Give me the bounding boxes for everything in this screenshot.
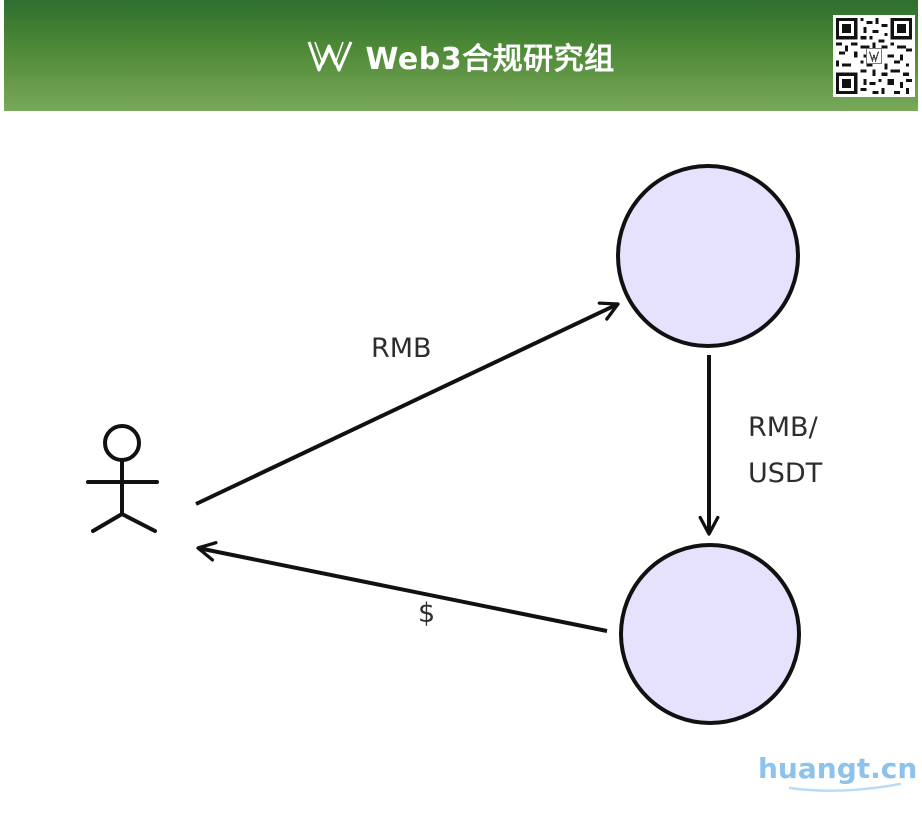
header-title-group: Web3合规研究组	[4, 0, 918, 111]
w-logo-icon	[307, 40, 353, 71]
edge-label-rmb-usdt-line1: RMB/	[748, 412, 819, 443]
edge-label-dollar: $	[418, 598, 435, 629]
edge-label-rmb: RMB	[371, 333, 432, 364]
watermark-text: huangt.cn	[758, 752, 917, 785]
circle-node-bottom	[619, 543, 801, 725]
arrow-actor-to-top	[195, 301, 620, 506]
arrow-bottom-to-actor	[196, 541, 608, 633]
edge-label-rmb-usdt-line2: USDT	[748, 458, 823, 489]
header-banner: Web3合规研究组	[4, 0, 918, 111]
qr-code-icon	[833, 15, 915, 97]
circle-node-top	[616, 164, 800, 348]
watermark-swoosh	[788, 782, 902, 792]
page-title: Web3合规研究组	[365, 41, 615, 77]
stick-figure-icon	[86, 424, 159, 533]
